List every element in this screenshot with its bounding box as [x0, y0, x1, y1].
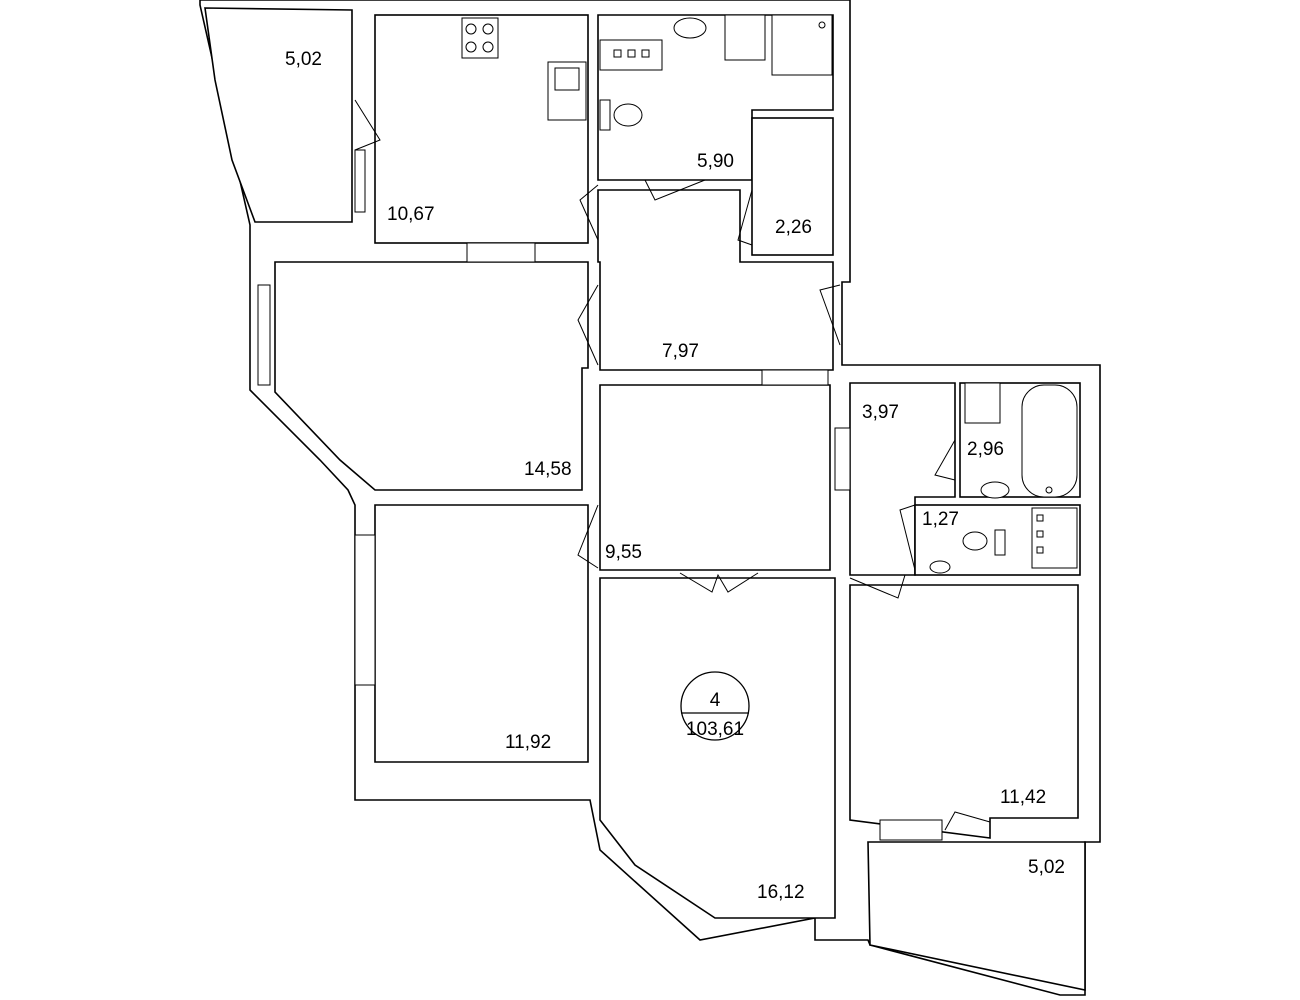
door: [849, 574, 906, 599]
area-label: 7,97: [662, 341, 699, 362]
window: [466, 242, 536, 263]
door: [354, 99, 381, 151]
door: [737, 189, 753, 246]
room-top-left: [274, 261, 589, 491]
door: [577, 284, 599, 366]
outer-wall: [199, 0, 1101, 996]
area-label: 2,26: [775, 217, 812, 238]
door: [899, 504, 916, 571]
window: [879, 819, 943, 841]
room-balcony-top: [204, 7, 353, 223]
cabinet-icon: [964, 382, 1001, 424]
area-label: 11,92: [505, 732, 551, 753]
area-label: 14,58: [524, 459, 572, 480]
window: [354, 149, 366, 213]
heater-icon: [1031, 507, 1078, 569]
door: [577, 504, 599, 569]
room-balcony-bottom: [867, 841, 1086, 991]
apartment-badge: 4 103,61: [680, 671, 750, 741]
bathtub-icon: [1021, 384, 1078, 498]
room-corridor: [849, 382, 956, 576]
area-label: 10,67: [387, 204, 435, 225]
washbasin-icon: [673, 17, 707, 39]
area-label: 9,55: [605, 542, 642, 563]
stove-icon: [461, 17, 499, 59]
room-hall-2: [599, 384, 831, 571]
area-label: 3,97: [862, 402, 899, 423]
room-closet: [751, 117, 834, 256]
door: [934, 439, 956, 481]
toilet-icon: [962, 529, 1006, 556]
washbasin-icon: [980, 481, 1010, 499]
door: [819, 284, 841, 346]
room-bottom: [599, 577, 836, 919]
door: [944, 811, 991, 831]
room-bottom-left: [374, 504, 589, 763]
window: [761, 369, 829, 386]
area-label: 5,02: [1028, 857, 1065, 878]
cabinet-icon: [724, 14, 766, 61]
sink-icon: [547, 61, 587, 121]
room-right: [849, 584, 1079, 839]
area-label: 5,02: [285, 49, 322, 70]
toilet-icon: [599, 99, 643, 131]
washing-machine-icon: [599, 39, 663, 71]
window: [354, 534, 376, 686]
area-label: 5,90: [697, 151, 734, 172]
window: [834, 427, 851, 491]
washbasin-icon: [929, 560, 951, 574]
door: [679, 572, 759, 593]
rooms-count: 4: [710, 690, 721, 711]
shower-icon: [771, 14, 833, 76]
window: [257, 284, 271, 386]
area-label: 2,96: [967, 439, 1004, 460]
area-label: 1,27: [922, 509, 959, 530]
total-area: 103,61: [686, 719, 744, 740]
area-label: 11,42: [1000, 787, 1046, 808]
area-label: 16,12: [757, 882, 805, 903]
door: [644, 179, 706, 201]
door: [579, 184, 599, 241]
room-hall: [597, 189, 834, 371]
